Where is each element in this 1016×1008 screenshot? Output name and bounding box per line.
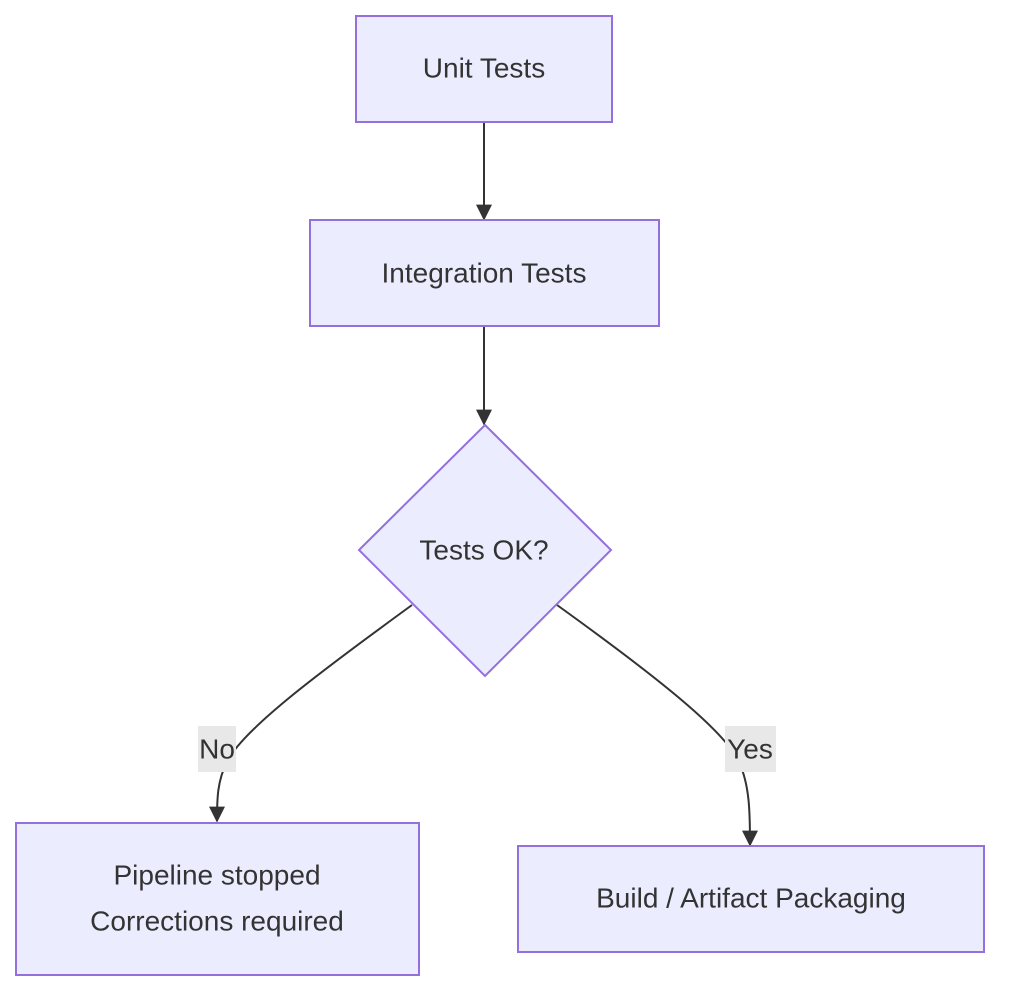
edge-label-yes: Yes [725,726,776,772]
node-build-packaging-label: Build / Artifact Packaging [596,883,906,914]
node-pipeline-stopped-line1: Pipeline stopped [113,860,320,891]
node-decision-label: Tests OK? [419,535,548,566]
node-decision: Tests OK? [357,423,613,678]
node-integration-tests-label: Integration Tests [382,258,587,289]
edge-label-no: No [198,726,236,772]
edge-decision-to-stopped [209,604,413,823]
edge-label-no-text: No [199,734,235,765]
node-pipeline-stopped-line2: Corrections required [90,906,344,937]
node-unit-tests: Unit Tests [355,15,613,123]
node-integration-tests: Integration Tests [309,219,660,327]
node-unit-tests-label: Unit Tests [423,53,545,84]
edge-label-yes-text: Yes [727,734,773,765]
edge-decision-to-build [556,604,758,847]
node-pipeline-stopped: Pipeline stopped Corrections required [15,822,420,976]
node-build-packaging: Build / Artifact Packaging [517,845,985,953]
